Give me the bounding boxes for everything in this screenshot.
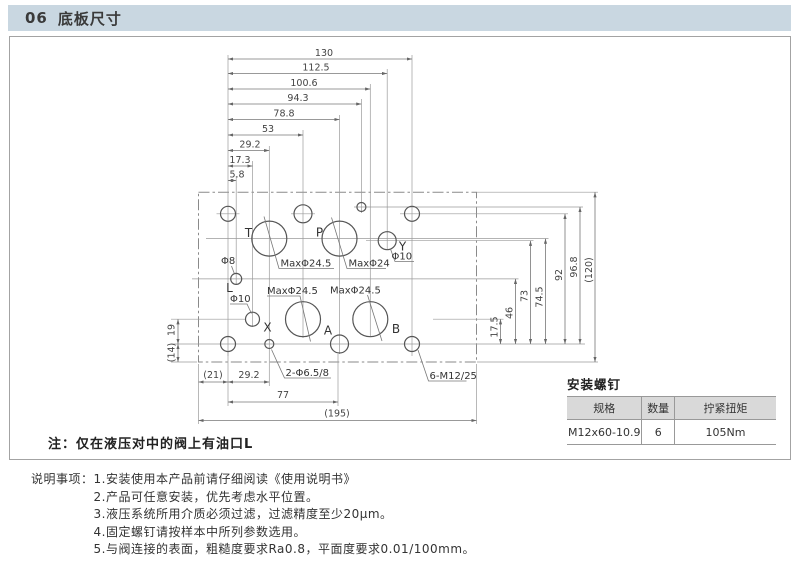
port-T: [251, 220, 288, 257]
instructions: 说明事项： 1.安装使用本产品前请仔细阅读《使用说明书》 2.产品可任意安装，优…: [31, 471, 475, 559]
note-text: 注：仅在液压对中的阀上有油口L: [48, 437, 254, 452]
port-letters: T P Y L X A B: [226, 226, 407, 338]
dim-label: 94.3: [287, 93, 308, 104]
annotation: MaxΦ24: [349, 259, 390, 270]
annotation: 2-Φ6.5/8: [286, 368, 329, 379]
table-header-row: 规格 数量 拧紧扭矩: [567, 396, 776, 420]
section-number: 06: [25, 9, 48, 27]
extension-lines: [171, 55, 598, 424]
port-label-B: B: [392, 322, 400, 336]
mount-hole: [403, 335, 421, 353]
annotation: Φ8: [221, 256, 235, 267]
annotation: MaxΦ24.5: [267, 286, 318, 297]
port-label-T: T: [244, 226, 253, 240]
annotation: Φ10: [392, 252, 413, 263]
port-label-Y: Y: [398, 240, 407, 254]
mounting-screw-table: 规格 数量 拧紧扭矩 M12x60-10.9 6 105Nm: [567, 396, 776, 445]
col-header-spec: 规格: [567, 396, 643, 420]
mount-hole: [293, 204, 313, 224]
annotation-labels: MaxΦ24.5 MaxΦ24 MaxΦ24.5 MaxΦ24.5 Φ8 Φ10…: [221, 252, 477, 383]
right-dimension-lines: [498, 192, 597, 362]
cell-qty: 6: [641, 419, 675, 445]
instruction-item: 5.与阀连接的表面，粗糙度要求Ra0.8，平面度要求0.01/100mm。: [93, 542, 476, 557]
dim-label: 100.6: [290, 78, 317, 89]
port-label-P: P: [316, 226, 323, 240]
mount-hole: [219, 335, 237, 353]
mount-hole: [219, 205, 237, 222]
dim-label: 77: [277, 390, 289, 401]
col-header-torque: 拧紧扭矩: [674, 396, 776, 420]
annotation: 6-M12/25: [430, 371, 477, 382]
port-L: [230, 272, 243, 285]
dim-label: (21): [203, 370, 223, 381]
mount-hole: [403, 205, 421, 222]
bottom-dimension-lines: [198, 380, 477, 423]
leader-lines: [230, 216, 467, 382]
dim-label: 112.5: [302, 63, 329, 74]
port-P: [321, 220, 358, 257]
dim-label: 29.2: [238, 370, 259, 381]
section-header: 06 底板尺寸: [8, 5, 791, 31]
annotation: MaxΦ24.5: [281, 259, 332, 270]
dim-label: 29.2: [239, 140, 260, 151]
instruction-item: 4.固定螺钉请按样本中所列参数选用。: [93, 524, 306, 539]
col-header-qty: 数量: [641, 396, 675, 420]
dim-label: (195): [324, 409, 350, 420]
port-label-A: A: [324, 324, 333, 338]
content-frame: [9, 36, 791, 460]
dim-label: (14): [167, 343, 178, 363]
cell-spec: M12x60-10.9: [567, 419, 643, 445]
dim-label: 46: [505, 307, 516, 319]
instructions-list: 1.安装使用本产品前请仔细阅读《使用说明书》 2.产品可任意安装，优先考虑水平位…: [94, 471, 476, 559]
port-B: [352, 301, 389, 338]
instruction-item: 1.安装使用本产品前请仔细阅读《使用说明书》: [93, 472, 356, 486]
dimension-labels: 130 112.5 100.6 94.3 78.8 53 29.2 17.3 5…: [167, 48, 596, 420]
top-dimension-lines: [228, 57, 412, 183]
pin-hole: [264, 338, 275, 350]
pin-hole: [356, 201, 367, 213]
instructions-label: 说明事项：: [31, 472, 94, 486]
dim-label: (120): [584, 257, 595, 283]
dim-label: 78.8: [273, 109, 294, 120]
instruction-item: 2.产品可任意安装，优先考虑水平位置。: [93, 489, 319, 504]
dim-label: 17.3: [229, 155, 250, 166]
dim-label: 73: [520, 290, 531, 302]
dim-label: 96.8: [569, 256, 580, 277]
port-A: [284, 301, 322, 338]
instruction-item: 3.液压系统所用介质必须过滤，过滤精度至少20μm。: [93, 507, 393, 522]
annotation: MaxΦ24.5: [330, 286, 381, 297]
dim-label: 5.8: [229, 170, 244, 181]
screw-table-title: 安装螺钉: [567, 377, 622, 392]
mount-hole: [329, 334, 350, 354]
dim-label: 17.5: [490, 316, 501, 337]
dim-label: 92: [554, 269, 565, 281]
plate-outline: [198, 191, 477, 363]
port-label-X: X: [263, 321, 271, 335]
cell-torque: 105Nm: [674, 419, 776, 445]
dim-label: 19: [167, 324, 178, 336]
table-row: M12x60-10.9 6 105Nm: [567, 419, 776, 445]
annotation: Φ10: [230, 294, 251, 305]
plate-holes: [219, 201, 421, 354]
page-title: 底板尺寸: [57, 9, 122, 28]
port-label-L: L: [226, 281, 233, 295]
port-Y: [377, 231, 397, 251]
dim-label: 74.5: [535, 286, 546, 307]
dim-label: 53: [262, 124, 274, 135]
port-X: [244, 311, 261, 327]
dim-label: 130: [315, 48, 333, 59]
